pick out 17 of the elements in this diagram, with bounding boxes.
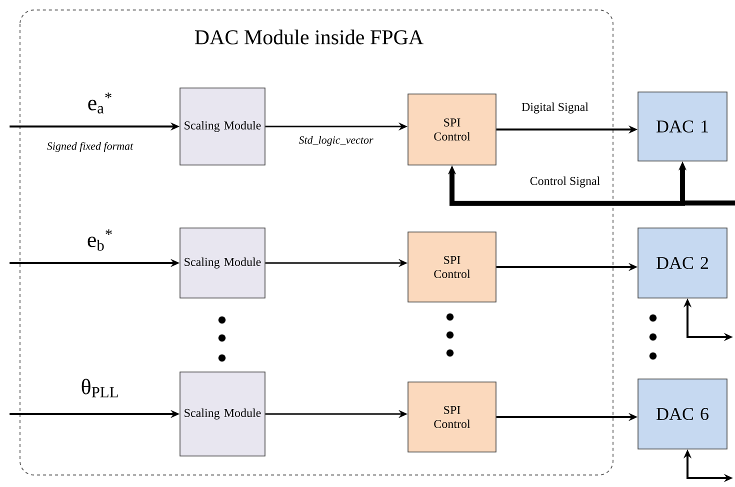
spi-control-box: SPI Control <box>408 232 496 302</box>
scaling-module-box: Scaling Module <box>180 372 266 456</box>
dac-box: DAC 2 <box>638 228 728 298</box>
edge-label: Control Signal <box>530 176 600 188</box>
spi-control-box: SPI Control <box>408 94 496 166</box>
dac-box: DAC 6 <box>638 378 728 450</box>
edge-label: Std_logic_vector <box>298 136 374 146</box>
spi-control-box: SPI Control <box>408 382 496 452</box>
scaling-module-box: Scaling Module <box>180 228 266 298</box>
edge-label: e$_{a}$* <box>88 92 112 114</box>
edge-label: Digital Signal <box>522 102 588 114</box>
title: DAC Module inside FPGA <box>194 30 424 44</box>
scaling-module-box: Scaling Module <box>180 88 266 166</box>
dac-box: DAC 1 <box>638 92 728 162</box>
edge-label: θ$_{PLL}$ <box>82 378 118 398</box>
format-note: Signed fixed format <box>47 142 134 152</box>
edge-label: e$_{b}$* <box>88 229 112 251</box>
